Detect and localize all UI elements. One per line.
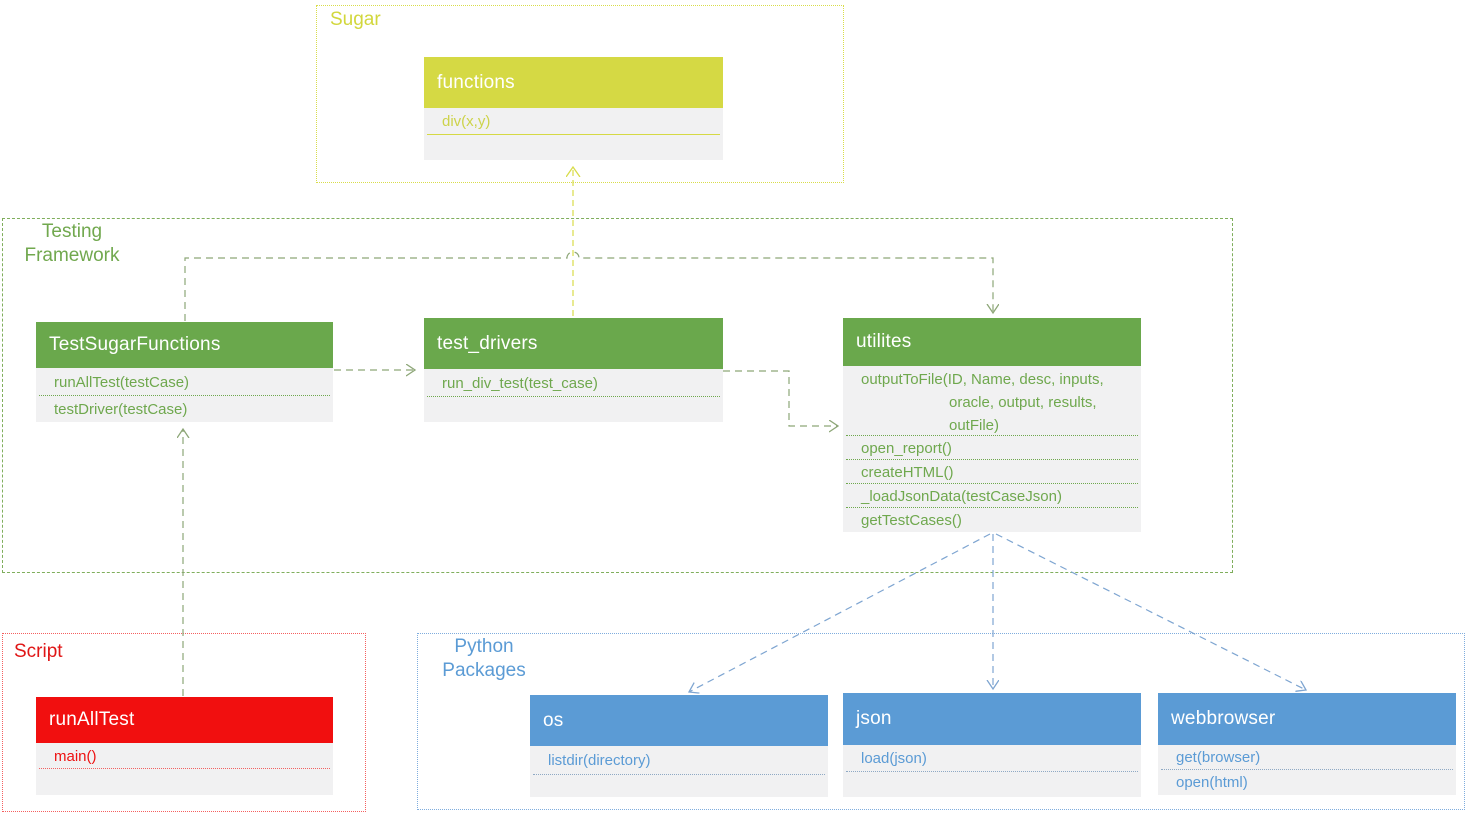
class-runalltest-header: runAllTest — [36, 697, 333, 743]
method-load: load(json) — [843, 745, 1141, 772]
group-testing-framework-label: Testing Framework — [8, 220, 136, 268]
empty-row — [530, 775, 828, 797]
group-script-label: Script — [14, 641, 63, 662]
class-testdrivers-body: run_div_test(test_case) — [424, 369, 723, 422]
group-testing-framework-label-line2: Framework — [24, 245, 120, 266]
method-runalltest: runAllTest(testCase) — [36, 368, 333, 396]
class-os-header: os — [530, 695, 828, 746]
class-testdrivers: test_drivers run_div_test(test_case) — [424, 318, 723, 422]
empty-row — [424, 397, 723, 422]
class-functions: functions div(x,y) — [424, 57, 723, 160]
class-utilites-header: utilites — [843, 318, 1141, 366]
class-utilites-body: outputToFile(ID, Name, desc, inputs, ora… — [843, 366, 1141, 532]
empty-row — [843, 772, 1141, 797]
class-json-header: json — [843, 693, 1141, 745]
method-outputtofile-line1: outputToFile(ID, Name, desc, inputs, — [861, 371, 1104, 388]
group-script — [2, 633, 366, 812]
method-open: open(html) — [1176, 774, 1248, 791]
class-webbrowser-body: get(browser) open(html) — [1158, 745, 1456, 795]
group-sugar-label: Sugar — [330, 9, 381, 30]
class-os-body: listdir(directory) — [530, 746, 828, 797]
class-functions-header: functions — [424, 57, 723, 108]
class-os: os listdir(directory) — [530, 695, 828, 797]
method-rundivtest: run_div_test(test_case) — [424, 369, 723, 397]
class-runalltest: runAllTest main() — [36, 697, 333, 795]
class-webbrowser: webbrowser get(browser) open(html) — [1158, 693, 1456, 795]
group-testing-framework — [2, 218, 1233, 573]
method-get: get(browser) — [1158, 745, 1456, 770]
group-python-packages-label-line1: Python — [454, 636, 514, 657]
method-main: main() — [36, 743, 333, 769]
method-listdir: listdir(directory) — [530, 746, 828, 775]
method-outputtofile-line3: outFile) — [949, 417, 1000, 434]
class-json-body: load(json) — [843, 745, 1141, 797]
class-functions-body: div(x,y) — [424, 108, 723, 160]
method-testdriver: testDriver(testCase) — [54, 400, 188, 418]
class-utilites: utilites outputToFile(ID, Name, desc, in… — [843, 318, 1141, 532]
method-outputtofile-line2: oracle, output, results, — [949, 394, 1097, 411]
class-json: json load(json) — [843, 693, 1141, 797]
class-webbrowser-header: webbrowser — [1158, 693, 1456, 745]
class-testsugarfunctions-body: runAllTest(testCase) testDriver(testCase… — [36, 368, 333, 422]
method-outputtofile: outputToFile(ID, Name, desc, inputs, ora… — [843, 366, 1141, 436]
class-testsugarfunctions-header: TestSugarFunctions — [36, 322, 333, 368]
method-loadjsondata: _loadJsonData(testCaseJson) — [843, 484, 1141, 508]
group-python-packages-label: Python Packages — [428, 635, 540, 683]
method-createhtml: createHTML() — [843, 460, 1141, 484]
class-testdrivers-header: test_drivers — [424, 318, 723, 369]
empty-row — [36, 769, 333, 795]
method-gettestcases: getTestCases() — [861, 511, 962, 529]
group-python-packages-label-line2: Packages — [442, 660, 526, 681]
class-runalltest-body: main() — [36, 743, 333, 795]
empty-row — [424, 135, 723, 160]
group-sugar — [316, 5, 844, 183]
method-openreport: open_report() — [843, 436, 1141, 460]
class-testsugarfunctions: TestSugarFunctions runAllTest(testCase) … — [36, 322, 333, 422]
group-testing-framework-label-line1: Testing — [41, 221, 103, 242]
method-div: div(x,y) — [424, 108, 723, 135]
